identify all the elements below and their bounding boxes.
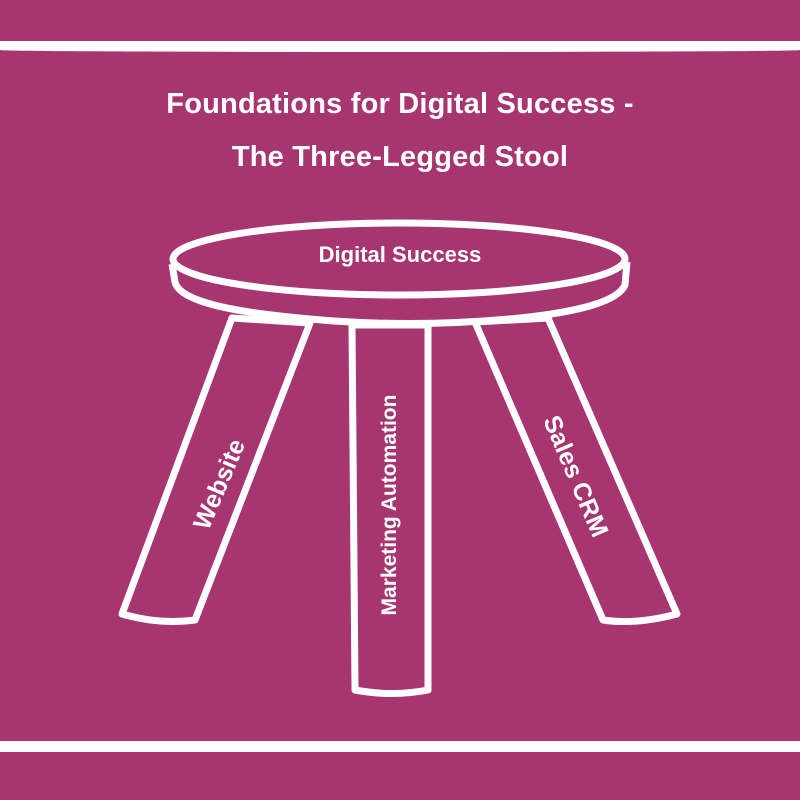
leg-label-marketing-automation: Marketing Automation [378,394,401,616]
leg-marketing-automation-outline [348,321,432,697]
page-title: Foundations for Digital Success - The Th… [0,78,800,184]
top-divider-line [0,41,800,52]
leg-crm-outline [471,314,681,626]
title-line-1: Foundations for Digital Success - [166,88,634,120]
seat-top-outline [169,219,629,299]
title-line-2: The Three-Legged Stool [231,141,569,173]
leg-website-outline [118,314,314,626]
seat-label: Digital Success [318,242,482,267]
bottom-divider-line [0,741,800,752]
